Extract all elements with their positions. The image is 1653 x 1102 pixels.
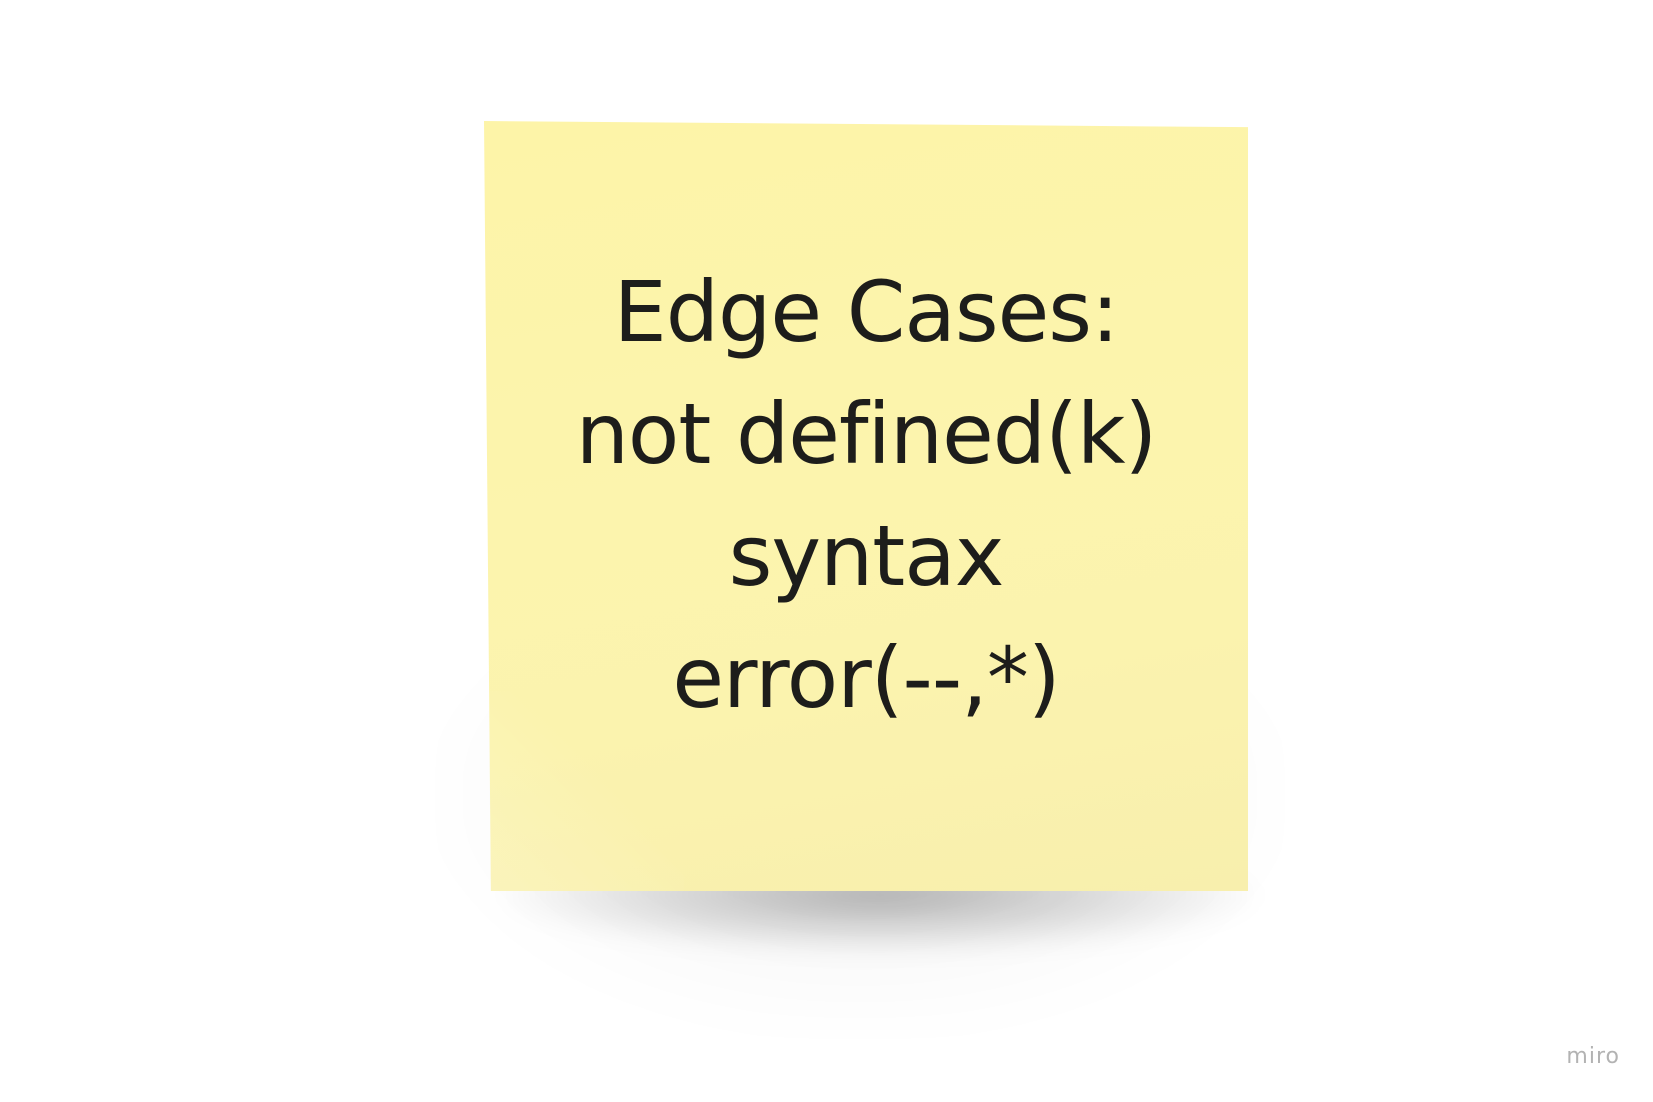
sticky-note-line: not defined(k) [575,385,1158,483]
sticky-note-line: Edge Cases: [613,263,1120,361]
sticky-note-text: Edge Cases: not defined(k) syntax error(… [484,251,1248,739]
sticky-note-line: syntax [728,507,1005,605]
sticky-note[interactable]: Edge Cases: not defined(k) syntax error(… [484,121,1248,891]
miro-watermark: miro [1566,1044,1620,1069]
sticky-note-line: error(--,*) [672,629,1060,727]
